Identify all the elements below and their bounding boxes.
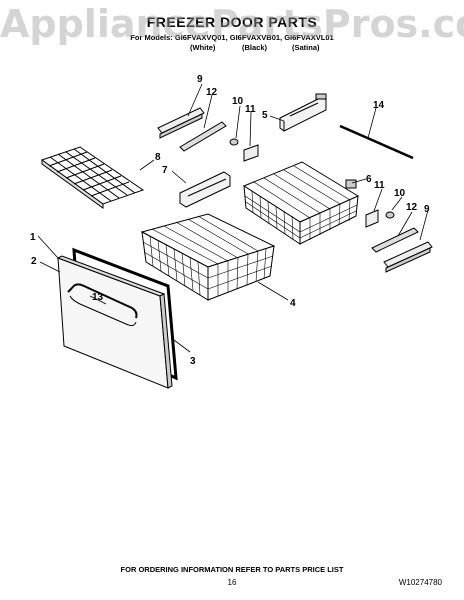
divider-part-5 xyxy=(279,93,327,132)
bracket-part-11-lower xyxy=(365,209,379,228)
callout-1: 1 xyxy=(30,232,36,243)
slide-rail-part-9-lower xyxy=(383,241,433,273)
wheel-part-10-upper xyxy=(229,138,239,146)
ordering-note: FOR ORDERING INFORMATION REFER TO PARTS … xyxy=(120,565,344,574)
callout-7: 7 xyxy=(162,165,168,176)
lower-basket-part-4 xyxy=(140,213,276,301)
finish-black: (Black) xyxy=(242,43,268,52)
slide-rail-part-9-upper xyxy=(157,107,205,139)
callout-12-lower: 12 xyxy=(406,202,418,213)
divider-part-7 xyxy=(179,171,231,208)
door-panel-part-1 xyxy=(56,255,173,389)
model-list: For Models: GI6FVAXVQ01, GI6FVAXVB01, GI… xyxy=(130,33,334,42)
finish-white: (White) xyxy=(190,43,216,52)
rail-cover-part-12-upper xyxy=(179,121,227,152)
callout-12-upper: 12 xyxy=(206,87,218,98)
callout-10-upper: 10 xyxy=(232,96,244,107)
callout-9-upper: 9 xyxy=(197,74,203,85)
callout-3: 3 xyxy=(190,356,196,367)
wheel-part-10-lower xyxy=(385,211,395,219)
callout-2: 2 xyxy=(31,256,37,267)
page-number: 16 xyxy=(227,578,237,587)
callout-13: 13 xyxy=(92,292,104,303)
shelf-grille-part-8 xyxy=(40,146,145,209)
bracket-part-11-upper xyxy=(243,144,259,162)
callout-8: 8 xyxy=(155,152,161,163)
callout-5: 5 xyxy=(262,110,268,121)
door-handle-part-13 xyxy=(67,283,138,327)
document-number: W10274780 xyxy=(398,578,442,587)
callout-4: 4 xyxy=(290,298,296,309)
rod-part-14 xyxy=(339,124,414,160)
callout-14: 14 xyxy=(373,100,385,111)
upper-basket-part-6 xyxy=(242,161,360,245)
callout-10-lower: 10 xyxy=(394,188,406,199)
page-title: FREEZER DOOR PARTS xyxy=(146,14,318,30)
callout-11-lower: 11 xyxy=(374,180,385,191)
rail-cover-part-12-lower xyxy=(371,227,419,253)
callout-11-upper: 11 xyxy=(245,104,256,115)
finish-satina: (Satina) xyxy=(292,43,320,52)
callout-9-lower: 9 xyxy=(424,204,430,215)
callout-6: 6 xyxy=(366,174,372,185)
